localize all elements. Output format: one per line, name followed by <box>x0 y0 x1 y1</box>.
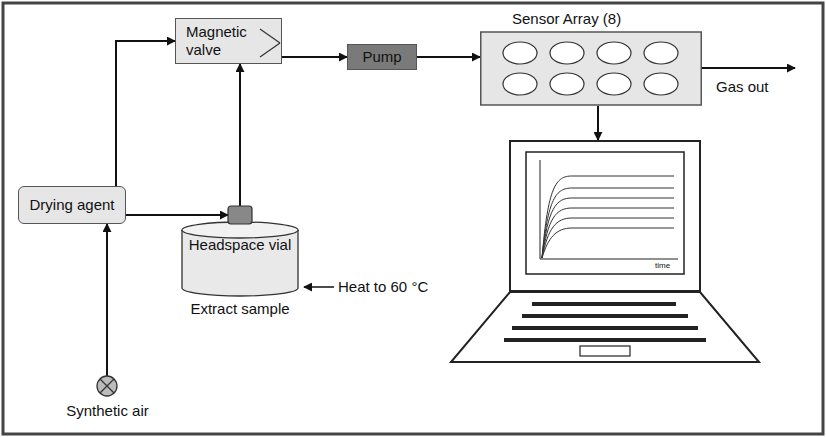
sensor-element <box>644 73 678 95</box>
sensor-housing <box>481 32 702 105</box>
sensor-element <box>597 73 631 95</box>
drying-agent-label: Drying agent <box>19 187 125 222</box>
gas-out-label: Gas out <box>716 78 769 96</box>
frame-border <box>3 3 823 434</box>
laptop-screen <box>510 141 700 291</box>
valve-label: Magnetic valve <box>186 23 264 59</box>
sensor-array-heading: Sensor Array (8) <box>512 10 621 28</box>
pump-box: Pump <box>347 44 417 70</box>
pump-label: Pump <box>348 45 416 68</box>
sensor-element <box>550 73 584 95</box>
keyboard-row <box>532 302 676 306</box>
keyboard-row <box>504 338 706 342</box>
heat-arrow <box>304 286 334 288</box>
keyboard-row <box>512 326 698 330</box>
valve-line <box>260 43 280 57</box>
flow-arrow <box>597 106 599 140</box>
response-curve <box>542 228 674 258</box>
flow-arrow <box>417 56 480 58</box>
laptop-base <box>451 292 759 362</box>
sample-label: Extract sample <box>180 300 300 318</box>
valve-cross <box>100 379 114 393</box>
drying-agent-box: Drying agent <box>18 186 126 224</box>
plot-axis <box>540 160 541 259</box>
response-curve <box>542 188 674 258</box>
flow-arrow <box>282 56 347 58</box>
air-valve-symbol <box>45 372 170 430</box>
valve-line <box>260 29 280 43</box>
plot-axis <box>540 259 678 260</box>
axis-label: time <box>655 261 670 271</box>
vial-label: Headspace vial <box>180 236 300 254</box>
sensor-element <box>503 73 537 95</box>
air-label: Synthetic air <box>45 402 170 420</box>
response-curve <box>542 208 674 258</box>
flow-arrow <box>106 224 108 376</box>
heat-note: Heat to 60 °C <box>338 278 428 296</box>
flow-arrow <box>126 214 228 216</box>
valve-box: Magnetic valve <box>175 18 282 64</box>
vial-cap <box>228 206 252 224</box>
screen-panel <box>526 152 684 274</box>
response-curve <box>542 218 674 258</box>
touchpad <box>580 346 630 356</box>
gas-out-arrow <box>702 67 795 69</box>
response-curve <box>542 198 674 258</box>
flow-arrow <box>116 41 175 186</box>
sensor-array: Sensor Array (8) <box>480 8 702 106</box>
valve-circle <box>97 376 117 396</box>
headspace-vial: Headspace vialExtract sample <box>180 204 300 320</box>
air-supply: Synthetic air <box>45 372 170 430</box>
laptop-drawing <box>450 140 760 365</box>
sensor-element <box>644 42 678 64</box>
sensor-element <box>597 42 631 64</box>
valve-cross <box>100 379 114 393</box>
keyboard-row <box>522 314 688 318</box>
laptop: time <box>450 140 760 365</box>
flow-arrow <box>239 64 241 206</box>
sensor-element <box>503 42 537 64</box>
sensor-element <box>550 42 584 64</box>
response-curve <box>542 176 674 258</box>
